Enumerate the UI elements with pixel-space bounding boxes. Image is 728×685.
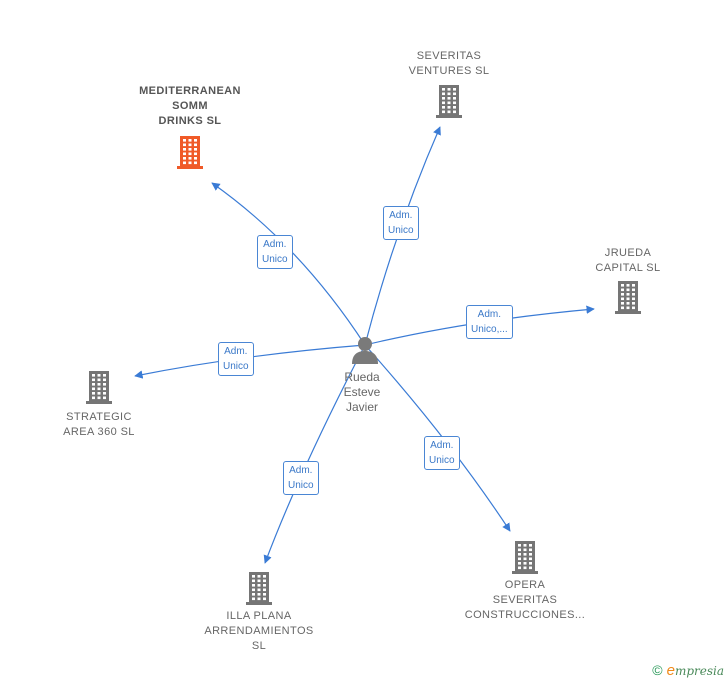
building-icon[interactable] xyxy=(434,84,464,118)
company-name[interactable]: SEVERITAS VENTURES SL xyxy=(408,50,490,77)
company-name[interactable]: ILLA PLANA ARRENDAMIENTOS SL xyxy=(204,610,314,652)
copyright-symbol: © xyxy=(652,662,663,678)
edge-role-label[interactable]: Adm. Unico xyxy=(424,436,460,470)
brand-initial: e xyxy=(666,662,675,679)
brand-name: mpresia xyxy=(674,664,724,678)
edge-role-label[interactable]: Adm. Unico,... xyxy=(466,305,513,339)
company-name[interactable]: STRATEGIC AREA 360 SL xyxy=(63,411,135,438)
company-name[interactable]: OPERA SEVERITAS CONSTRUCCIONES... xyxy=(464,579,586,621)
footer-brand[interactable]: ©empresia xyxy=(652,662,724,679)
building-icon[interactable] xyxy=(613,280,643,314)
edge-role-label[interactable]: Adm. Unico xyxy=(257,235,293,269)
edge-role-label[interactable]: Adm. Unico xyxy=(218,342,254,376)
person-name[interactable]: Rueda Esteve Javier xyxy=(343,370,381,414)
building-icon[interactable] xyxy=(84,370,114,404)
company-name[interactable]: JRUEDA CAPITAL SL xyxy=(595,247,661,274)
edge-role-label[interactable]: Adm. Unico xyxy=(383,206,419,240)
company-name[interactable]: MEDITERRANEAN SOMM DRINKS SL xyxy=(139,85,241,127)
edge-role-label[interactable]: Adm. Unico xyxy=(283,461,319,495)
building-icon[interactable] xyxy=(244,571,274,605)
building-icon[interactable] xyxy=(175,135,205,169)
person-icon[interactable] xyxy=(350,336,380,369)
building-icon[interactable] xyxy=(510,540,540,574)
relationship-edge xyxy=(211,182,366,346)
